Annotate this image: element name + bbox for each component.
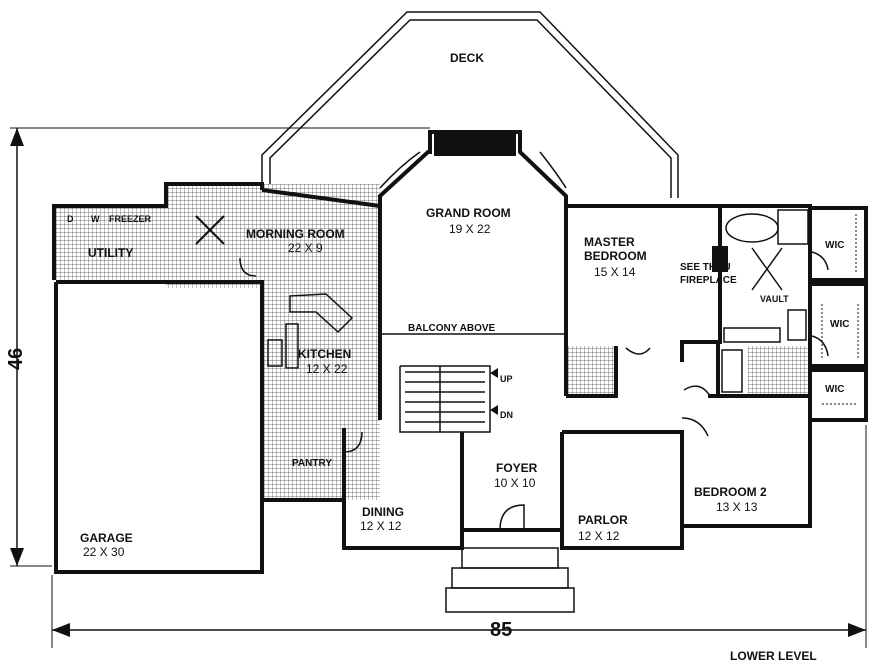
shower xyxy=(777,209,809,245)
vanity xyxy=(723,327,781,343)
parlor-size: 12 X 12 xyxy=(578,529,620,543)
kitchen-island xyxy=(289,293,354,334)
cooktop xyxy=(267,339,283,367)
freezer-label: FREEZER xyxy=(109,214,152,224)
balcony-label: BALCONY ABOVE xyxy=(408,323,496,334)
level-label: LOWER LEVEL xyxy=(730,649,817,663)
fireplace xyxy=(434,134,516,156)
deck-outline xyxy=(261,11,679,198)
wic-label-1: WIC xyxy=(825,240,844,251)
pantry-label: PANTRY xyxy=(292,458,332,469)
doors xyxy=(239,151,829,531)
bedroom-2-label: BEDROOM 2 xyxy=(694,485,767,499)
width-dimension-label: 85 xyxy=(490,619,512,641)
down-arrow-icon xyxy=(490,405,498,415)
master-bedroom-label-1: MASTER xyxy=(584,235,635,249)
wic-label-3: WIC xyxy=(825,384,844,395)
depth-dimension-label: 46 xyxy=(5,348,27,370)
vault-label: VAULT xyxy=(760,294,789,304)
master-bedroom-label-2: BEDROOM xyxy=(584,249,647,263)
morning-room-label: MORNING ROOM xyxy=(246,227,345,241)
kitchen-counter xyxy=(285,323,299,369)
walls xyxy=(52,130,868,574)
closet-rods xyxy=(821,214,859,405)
washer-label: W xyxy=(91,214,100,224)
dining-label: DINING xyxy=(362,505,404,519)
dn-label: DN xyxy=(500,410,513,420)
master-bedroom-size: 15 X 14 xyxy=(594,265,636,279)
depth-dimension-line xyxy=(10,127,430,567)
toilet-room xyxy=(787,309,807,341)
bathtub-2 xyxy=(721,349,743,393)
grand-room-label: GRAND ROOM xyxy=(426,206,511,220)
foyer-label: FOYER xyxy=(496,461,538,475)
front-steps xyxy=(445,547,575,613)
garage-label: GARAGE xyxy=(80,531,133,545)
parlor-label: PARLOR xyxy=(578,513,628,527)
fireplace-label: FIREPLACE xyxy=(680,275,737,286)
up-label: UP xyxy=(500,374,513,384)
dryer-label: D xyxy=(67,214,74,224)
deck-label: DECK xyxy=(450,51,484,65)
foyer-size: 10 X 10 xyxy=(494,476,536,490)
wic-label-2: WIC xyxy=(830,319,849,330)
staircase xyxy=(405,366,485,432)
utility-label: UTILITY xyxy=(88,246,133,260)
morning-room-size: 22 X 9 xyxy=(288,241,323,255)
up-arrow-icon xyxy=(490,368,498,378)
tub xyxy=(725,213,779,243)
see-thru-label: SEE THRU xyxy=(680,262,731,273)
dining-size: 12 X 12 xyxy=(360,519,402,533)
garage-size: 22 X 30 xyxy=(83,545,125,559)
vault-fan-icon xyxy=(751,247,783,291)
kitchen-size: 12 X 22 xyxy=(306,362,348,376)
bedroom-2-size: 13 X 13 xyxy=(716,500,758,514)
ceiling-fan-icon xyxy=(195,215,225,245)
width-dimension-line xyxy=(51,425,867,648)
grand-room-size: 19 X 22 xyxy=(449,222,491,236)
see-thru-fireplace xyxy=(712,246,728,272)
kitchen-label: KITCHEN xyxy=(298,347,351,361)
